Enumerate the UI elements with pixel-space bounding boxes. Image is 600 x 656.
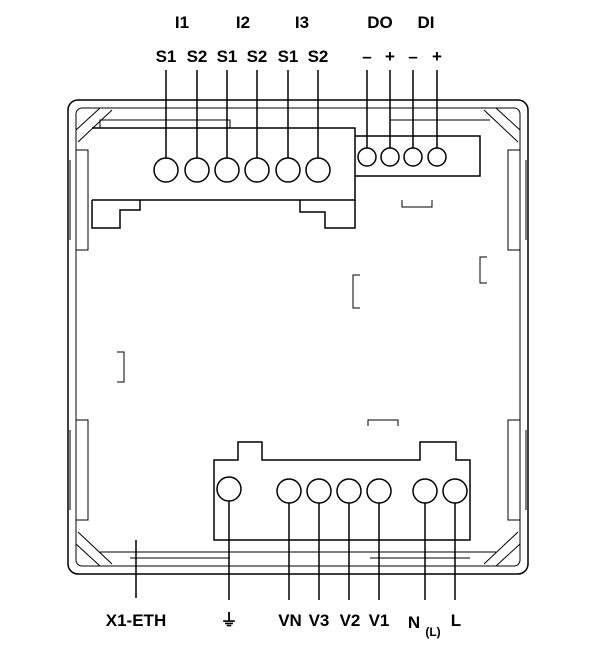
terminal-i3-s1 <box>275 157 301 183</box>
terminal-label-i1-s1: S1 <box>156 47 177 66</box>
device-housing <box>67 99 529 575</box>
side-clip-right-upper <box>507 149 527 251</box>
terminal-label-i3-s2: S2 <box>308 47 329 66</box>
terminal-label-i1-s2: S2 <box>187 47 208 66</box>
ground-symbol-icon: ⏚ <box>221 611 238 630</box>
marker-bottom <box>367 419 399 426</box>
label-l: L <box>451 611 461 630</box>
top-terminal-block-left <box>92 127 356 201</box>
bottom-terminal-labels: X1-ETH ⏚ VN V3 V2 V1 N (L) L <box>106 611 461 639</box>
terminal-v3 <box>306 478 332 504</box>
top-block-steps <box>91 200 356 229</box>
label-x1-eth: X1-ETH <box>106 611 166 630</box>
marker-right <box>479 256 487 284</box>
label-vn: VN <box>278 611 302 630</box>
terminal-label-do-plus: + <box>385 47 395 66</box>
top-terminals <box>153 70 447 183</box>
terminal-l <box>442 478 468 504</box>
label-n: N <box>408 613 420 632</box>
terminal-label-i2-s2: S2 <box>247 47 268 66</box>
group-label-i2: I2 <box>236 13 250 32</box>
terminal-v1 <box>366 478 392 504</box>
outer-frame <box>67 99 529 575</box>
group-label-i3: I3 <box>295 13 309 32</box>
terminal-label-do-minus: – <box>362 47 371 66</box>
inner-frame <box>75 107 521 567</box>
label-n-subscript: (L) <box>425 625 440 639</box>
terminal-vn <box>276 478 302 504</box>
top-rail <box>99 119 490 128</box>
marker-mid <box>352 274 360 309</box>
terminal-di-plus <box>427 147 447 167</box>
corner-bevel-top-right <box>483 107 521 143</box>
bottom-terminal-block <box>213 441 471 541</box>
top-terminal-labels: S1 S2 S1 S2 S1 S2 – + – + <box>156 47 442 66</box>
terminal-do-minus <box>357 147 377 167</box>
terminal-label-i3-s1: S1 <box>278 47 299 66</box>
side-clip-right-lower <box>507 419 527 521</box>
terminal-n <box>412 478 438 504</box>
corner-bevel-bottom-right <box>483 531 521 567</box>
terminal-v2 <box>336 478 362 504</box>
terminal-label-i2-s1: S1 <box>217 47 238 66</box>
group-label-di: DI <box>418 13 435 32</box>
terminal-i1-s1 <box>153 157 179 183</box>
terminal-di-minus <box>403 147 423 167</box>
top-group-labels: I1 I2 I3 DO DI <box>175 13 435 32</box>
label-v2: V2 <box>340 611 361 630</box>
bottom-rail <box>100 551 496 559</box>
label-v3: V3 <box>309 611 330 630</box>
terminal-do-plus <box>380 147 400 167</box>
terminal-i2-s2 <box>244 157 270 183</box>
bottom-terminals <box>135 476 468 600</box>
top-terminal-block-right <box>355 135 481 177</box>
marker-top <box>401 200 433 208</box>
side-clip-left-lower <box>69 419 89 521</box>
terminal-label-di-plus: + <box>432 47 442 66</box>
marker-left <box>117 351 125 383</box>
side-clip-left-upper <box>69 149 89 251</box>
terminal-i2-s1 <box>214 157 240 183</box>
group-label-do: DO <box>367 13 393 32</box>
terminal-i3-s2 <box>305 157 331 183</box>
terminal-i1-s2 <box>184 157 210 183</box>
group-label-i1: I1 <box>175 13 189 32</box>
corner-bevel-bottom-left <box>75 531 113 567</box>
terminal-label-di-minus: – <box>408 47 417 66</box>
label-v1: V1 <box>369 611 390 630</box>
corner-bevel-top-left <box>75 107 113 143</box>
terminal-ground <box>216 476 242 502</box>
